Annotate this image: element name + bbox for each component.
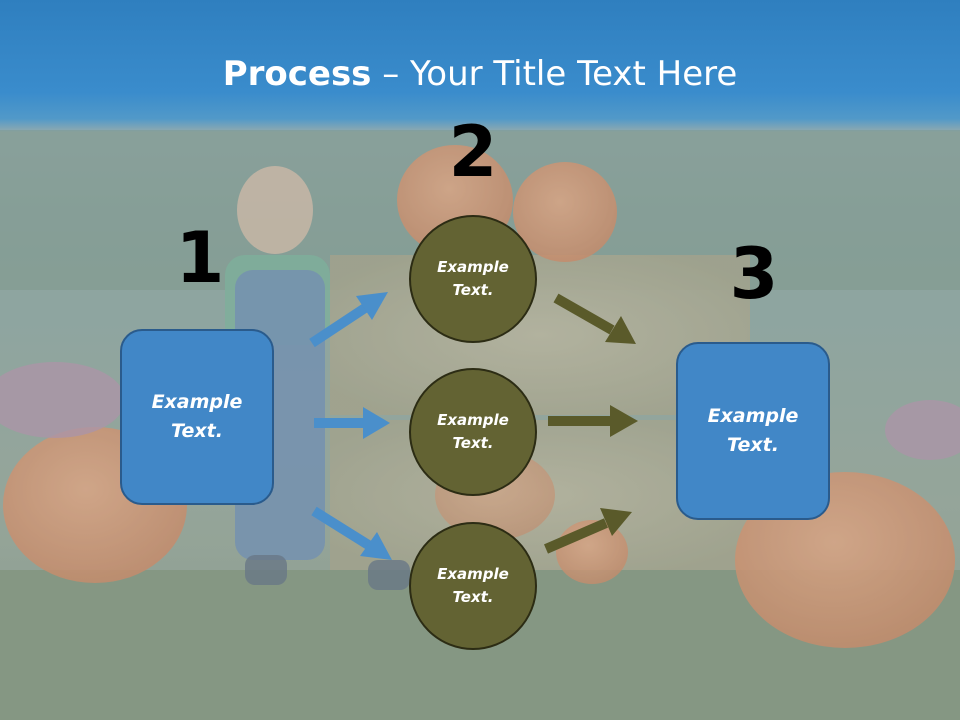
left-box[interactable]: Example Text. [120,329,274,505]
circle-middle[interactable]: Example Text. [409,368,537,496]
circle-bottom[interactable]: Example Text. [409,522,537,650]
title-rest: – Your Title Text Here [371,54,738,94]
circle-bottom-text: Example Text. [437,565,509,606]
right-box-text: Example Text. [707,405,799,456]
step-number-2: 2 [448,111,498,193]
right-box[interactable]: Example Text. [676,342,830,520]
step-number-1: 1 [175,217,225,299]
circle-middle-text: Example Text. [437,411,509,452]
left-box-text: Example Text. [151,391,243,442]
slide-title: Process – Your Title Text Here [0,52,960,96]
step-number-3: 3 [729,233,779,315]
title-band [0,0,960,132]
circle-top[interactable]: Example Text. [409,215,537,343]
title-bold: Process [222,54,372,94]
circle-top-text: Example Text. [437,258,509,299]
